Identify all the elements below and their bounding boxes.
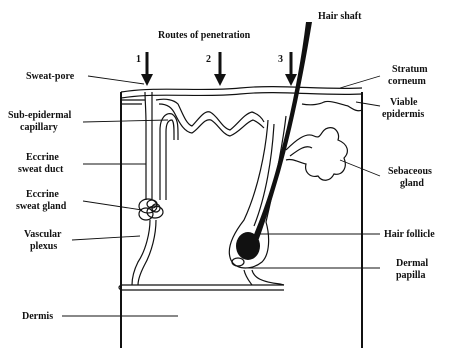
- route-3-arrow: [285, 52, 297, 86]
- label-eccrine-duct-line2: sweat duct: [18, 164, 64, 175]
- label-vascular-line2: plexus: [30, 241, 57, 252]
- hair-shaft: [236, 22, 312, 260]
- label-sub-epidermal-line2: capillary: [20, 122, 58, 133]
- label-stratum-line2: corneum: [388, 76, 426, 87]
- label-hair-shaft: Hair shaft: [318, 11, 362, 22]
- label-hair-follicle: Hair follicle: [384, 229, 435, 240]
- label-stratum-line1: Stratum: [392, 64, 428, 75]
- label-vascular-line1: Vascular: [24, 229, 62, 240]
- label-eccrine-duct-line1: Eccrine: [26, 152, 59, 163]
- route-2-arrow: [214, 52, 226, 86]
- label-dermal-papilla-line1: Dermal: [396, 258, 428, 269]
- route-1-arrow: [141, 52, 153, 86]
- label-sebaceous-line2: gland: [400, 178, 424, 189]
- sebaceous-gland: [286, 128, 347, 181]
- label-viable-line2: epidermis: [382, 109, 424, 120]
- label-viable-line1: Viable: [390, 97, 418, 108]
- viable-epidermis: [121, 99, 362, 136]
- route-2-label: 2: [206, 54, 211, 65]
- label-sub-epidermal-line1: Sub-epidermal: [8, 110, 72, 121]
- label-dermal-papilla-line2: papilla: [396, 270, 425, 281]
- label-sweat-pore: Sweat-pore: [26, 71, 75, 82]
- route-3-label: 3: [278, 54, 283, 65]
- label-eccrine-gland-line1: Eccrine: [26, 189, 59, 200]
- dermal-papilla: [232, 258, 244, 266]
- sub-epidermal-capillary: [160, 114, 178, 200]
- stratum-corneum: [121, 87, 362, 98]
- hair-follicle: [229, 116, 286, 285]
- label-sebaceous-line1: Sebaceous: [388, 166, 432, 177]
- label-dermis: Dermis: [22, 311, 53, 322]
- label-eccrine-gland-line2: sweat gland: [16, 201, 67, 212]
- diagram-title: Routes of penetration: [158, 30, 251, 41]
- eccrine-sweat-duct: [145, 92, 152, 200]
- skin-block-outline: [121, 92, 362, 348]
- route-1-label: 1: [136, 54, 141, 65]
- eccrine-sweat-gland: [139, 199, 163, 220]
